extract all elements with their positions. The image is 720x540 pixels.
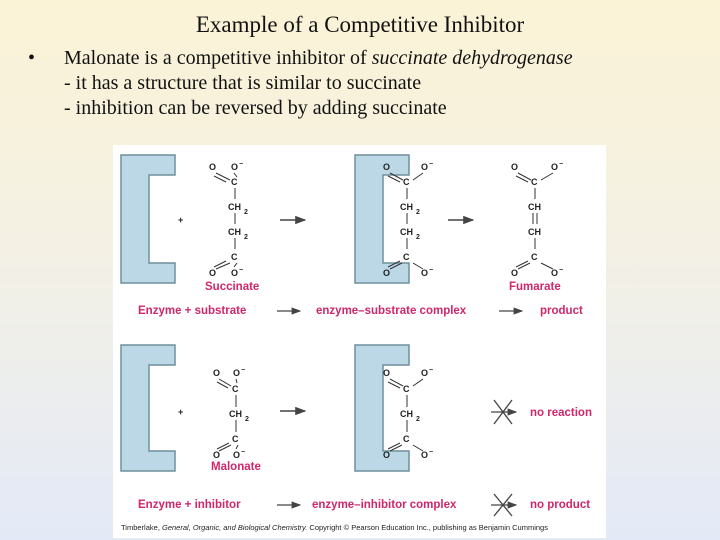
reaction-diagram: + + O O− C CH2 CH2 C O O− O [120, 154, 592, 532]
svg-text:2: 2 [244, 209, 248, 216]
svg-text:−: − [239, 161, 243, 168]
svg-text:O: O [383, 268, 390, 278]
svg-text:−: − [241, 367, 245, 374]
svg-text:2: 2 [245, 416, 249, 423]
svg-text:−: − [241, 449, 245, 456]
enzyme-shape [120, 344, 176, 472]
svg-text:C: C [232, 384, 239, 394]
svg-text:O: O [213, 368, 220, 378]
bullet-sub-1: - it has a structure that is similar to … [64, 72, 422, 94]
svg-text:CH: CH [528, 227, 541, 237]
bullet-main: • Malonate is a competitive inhibitor of… [28, 46, 708, 71]
svg-text:O: O [213, 450, 220, 460]
svg-text:CH: CH [228, 227, 241, 237]
svg-text:−: − [559, 161, 563, 168]
enzyme-shape [354, 154, 410, 284]
malonate-label: Malonate [211, 461, 261, 473]
svg-text:C: C [231, 252, 238, 262]
svg-text:C: C [403, 384, 410, 394]
bound-inhibitor-molecule: O O− C CH2 C O O− [383, 367, 433, 460]
svg-text:C: C [403, 252, 410, 262]
blocked-arrow-icon [491, 493, 518, 517]
svg-text:O: O [551, 162, 558, 172]
copyright-credit: Timberlake, General, Organic, and Biolog… [121, 523, 548, 532]
svg-text:O: O [421, 368, 428, 378]
svg-text:O: O [511, 268, 518, 278]
svg-text:−: − [429, 449, 433, 456]
enzyme-shape [354, 344, 410, 472]
svg-text:2: 2 [416, 209, 420, 216]
svg-text:O: O [231, 162, 238, 172]
fumarate-label: Fumarate [509, 281, 561, 293]
svg-text:CH: CH [400, 409, 413, 419]
svg-text:C: C [531, 252, 538, 262]
bullet-list: • Malonate is a competitive inhibitor of… [28, 46, 708, 121]
succinate-molecule: O O− C CH2 CH2 C O O− [209, 161, 248, 278]
svg-text:C: C [231, 177, 238, 187]
enzyme-shape [120, 154, 176, 284]
blocked-arrow-icon [491, 399, 518, 425]
svg-text:2: 2 [416, 234, 420, 241]
svg-text:C: C [531, 177, 538, 187]
plus-sign: + [178, 215, 183, 225]
svg-text:C: C [403, 177, 410, 187]
svg-text:2: 2 [244, 234, 248, 241]
ei-complex-label: enzyme–inhibitor complex [312, 499, 457, 511]
svg-text:O: O [231, 268, 238, 278]
svg-text:CH: CH [400, 227, 413, 237]
svg-text:−: − [559, 267, 563, 274]
svg-text:O: O [383, 368, 390, 378]
no-reaction-label: no reaction [530, 407, 592, 419]
es-complex-label: enzyme–substrate complex [316, 305, 467, 317]
product-label: product [540, 305, 583, 317]
malonate-molecule: O O− C CH2 C O O− [213, 367, 249, 460]
slide-title: Example of a Competitive Inhibitor [195, 12, 525, 37]
svg-text:C: C [403, 434, 410, 444]
enzyme-name: succinate dehydrogenase [371, 47, 573, 69]
svg-text:O: O [421, 162, 428, 172]
svg-text:−: − [429, 161, 433, 168]
svg-text:O: O [551, 268, 558, 278]
svg-text:−: − [429, 267, 433, 274]
svg-text:2: 2 [416, 416, 420, 423]
no-product-label: no product [530, 499, 590, 511]
bullet-lead: Malonate is a competitive inhibitor of [64, 47, 372, 69]
bound-substrate-molecule: O O− C CH2 CH2 C O O− [383, 161, 433, 278]
svg-text:O: O [209, 162, 216, 172]
svg-text:O: O [209, 268, 216, 278]
svg-text:O: O [383, 162, 390, 172]
svg-text:CH: CH [228, 202, 241, 212]
fumarate-molecule: O O− C CH CH C O O− [511, 161, 563, 278]
plus-sign: + [178, 407, 183, 417]
svg-text:−: − [239, 267, 243, 274]
svg-text:O: O [383, 450, 390, 460]
bullet-dot: • [28, 47, 36, 69]
enzyme-substrate-label: Enzyme + substrate [138, 305, 246, 317]
enzyme-inhibitor-label: Enzyme + inhibitor [138, 499, 241, 511]
svg-text:O: O [511, 162, 518, 172]
svg-text:−: − [429, 367, 433, 374]
succinate-label: Succinate [205, 281, 259, 293]
svg-text:C: C [232, 434, 239, 444]
svg-text:O: O [233, 450, 240, 460]
svg-text:CH: CH [229, 409, 242, 419]
bullet-sub-2: - inhibition can be reversed by adding s… [64, 97, 447, 119]
svg-text:CH: CH [400, 202, 413, 212]
svg-text:O: O [233, 368, 240, 378]
svg-text:O: O [421, 450, 428, 460]
svg-text:CH: CH [528, 202, 541, 212]
svg-text:O: O [421, 268, 428, 278]
